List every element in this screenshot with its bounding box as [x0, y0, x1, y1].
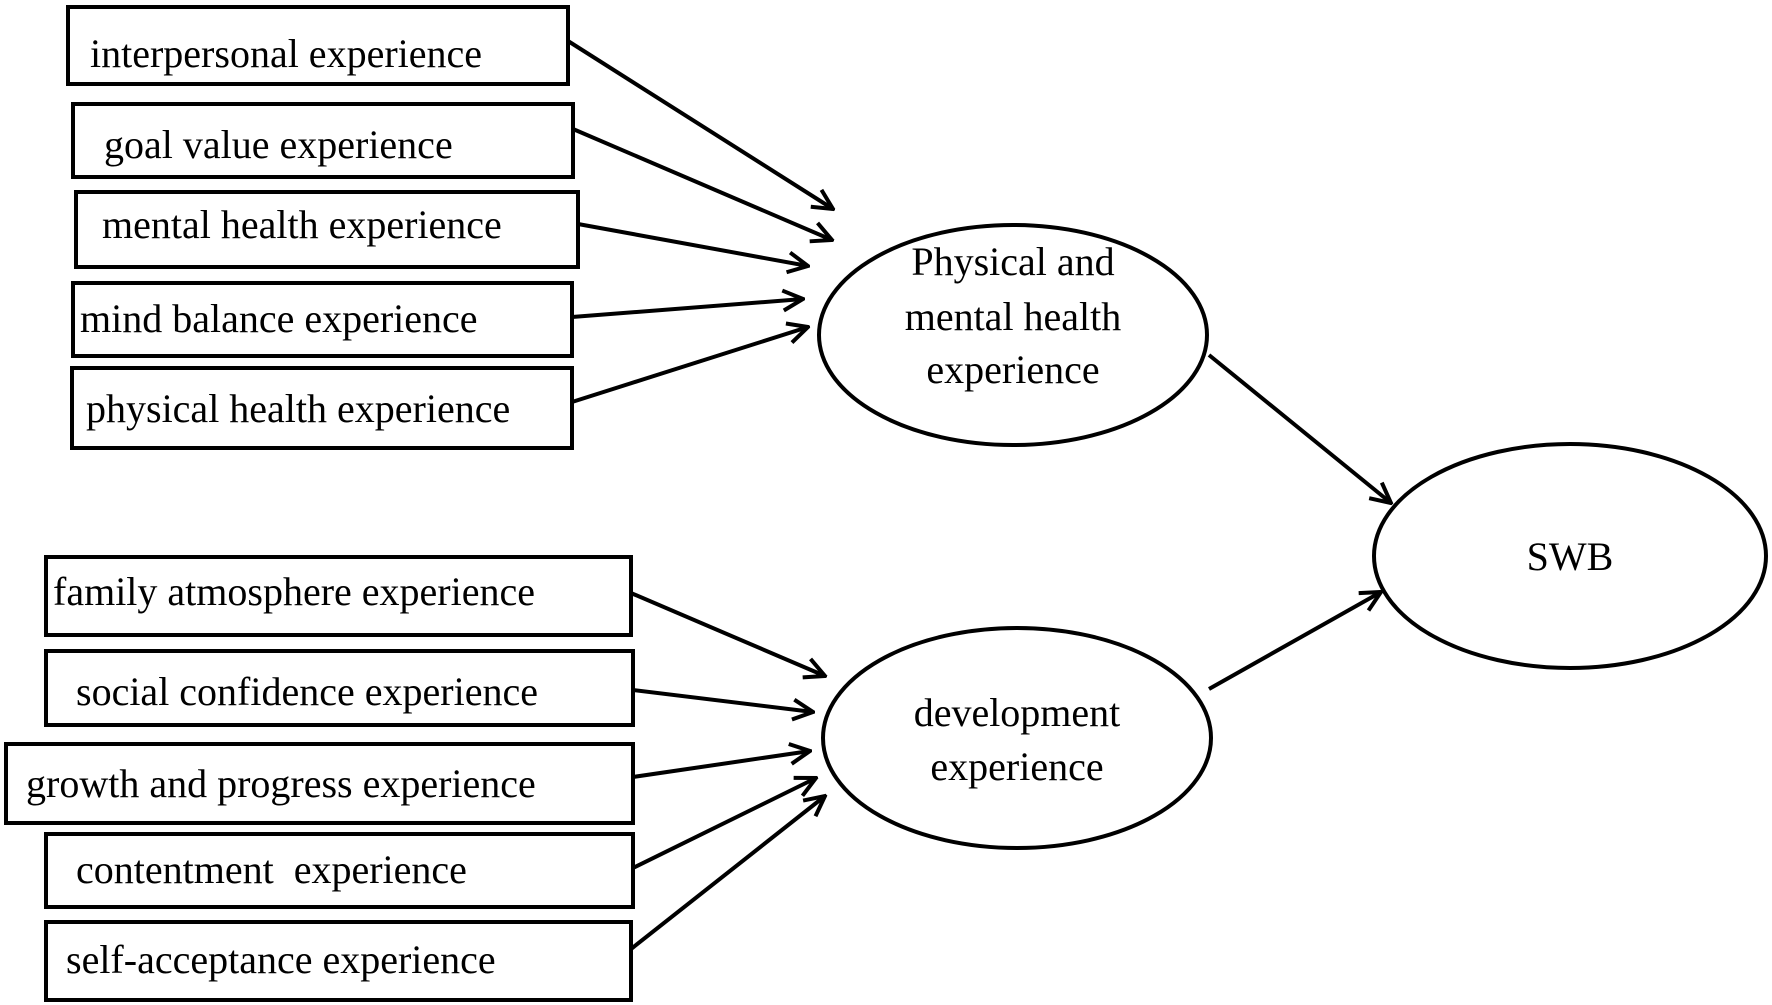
- svg-text:goal value experience: goal value experience: [104, 122, 453, 167]
- indicator-interpersonal-experience: interpersonal experience: [66, 5, 570, 86]
- svg-text:contentment experience: contentment experience: [76, 847, 467, 892]
- indicator-self-acceptance-experience: self-acceptance experience: [44, 920, 633, 1002]
- svg-text:experience: experience: [926, 347, 1099, 392]
- latent-physical-mental-health-experience: Physical and mental health experience: [817, 223, 1209, 447]
- indicator-mental-health-experience: mental health experience: [74, 190, 580, 269]
- indicator-contentment-experience: contentment experience: [44, 832, 635, 909]
- outcome-swb: SWB: [1372, 442, 1768, 670]
- svg-text:mind balance experience: mind balance experience: [80, 296, 478, 341]
- svg-text:experience: experience: [930, 744, 1103, 789]
- svg-text:development: development: [914, 690, 1121, 735]
- indicator-social-confidence-experience: social confidence experience: [44, 649, 635, 727]
- edge-physical-to-swb: [1207, 353, 1391, 503]
- edge-mind-balance-to-physical: [571, 299, 803, 319]
- indicator-goal-value-experience: goal value experience: [71, 102, 575, 179]
- indicator-family-atmosphere-experience: family atmosphere experience: [44, 555, 633, 637]
- latent-development-experience: development experience: [821, 626, 1213, 850]
- svg-text:Physical and: Physical and: [911, 239, 1114, 284]
- edge-self-acceptance-to-development: [629, 796, 825, 951]
- svg-text:self-acceptance experience: self-acceptance experience: [66, 937, 496, 982]
- edge-interpersonal-to-physical: [566, 39, 833, 209]
- edge-physical-health-to-physical: [571, 327, 808, 404]
- svg-text:SWB: SWB: [1527, 534, 1614, 579]
- svg-text:physical health experience: physical health experience: [86, 386, 510, 431]
- edge-social-confidence-to-development: [632, 688, 813, 712]
- edge-family-atmosphere-to-development: [630, 591, 825, 676]
- svg-text:mental health: mental health: [905, 294, 1122, 339]
- svg-text:mental health experience: mental health experience: [102, 202, 502, 247]
- edge-development-to-swb: [1208, 592, 1381, 691]
- indicator-growth-progress-experience: growth and progress experience: [4, 742, 635, 825]
- svg-text:social confidence experience: social confidence experience: [76, 669, 538, 714]
- edge-goal-value-to-physical: [572, 127, 832, 240]
- indicator-mind-balance-experience: mind balance experience: [71, 281, 574, 358]
- edge-mental-health-to-physical: [577, 222, 808, 266]
- edge-contentment-to-development: [632, 778, 816, 870]
- edge-growth-progress-to-development: [632, 751, 810, 779]
- indicator-physical-health-experience: physical health experience: [70, 366, 574, 450]
- svg-text:growth and progress experience: growth and progress experience: [26, 761, 536, 806]
- svg-text:family atmosphere experience: family atmosphere experience: [53, 569, 535, 614]
- svg-text:interpersonal experience: interpersonal experience: [90, 31, 482, 76]
